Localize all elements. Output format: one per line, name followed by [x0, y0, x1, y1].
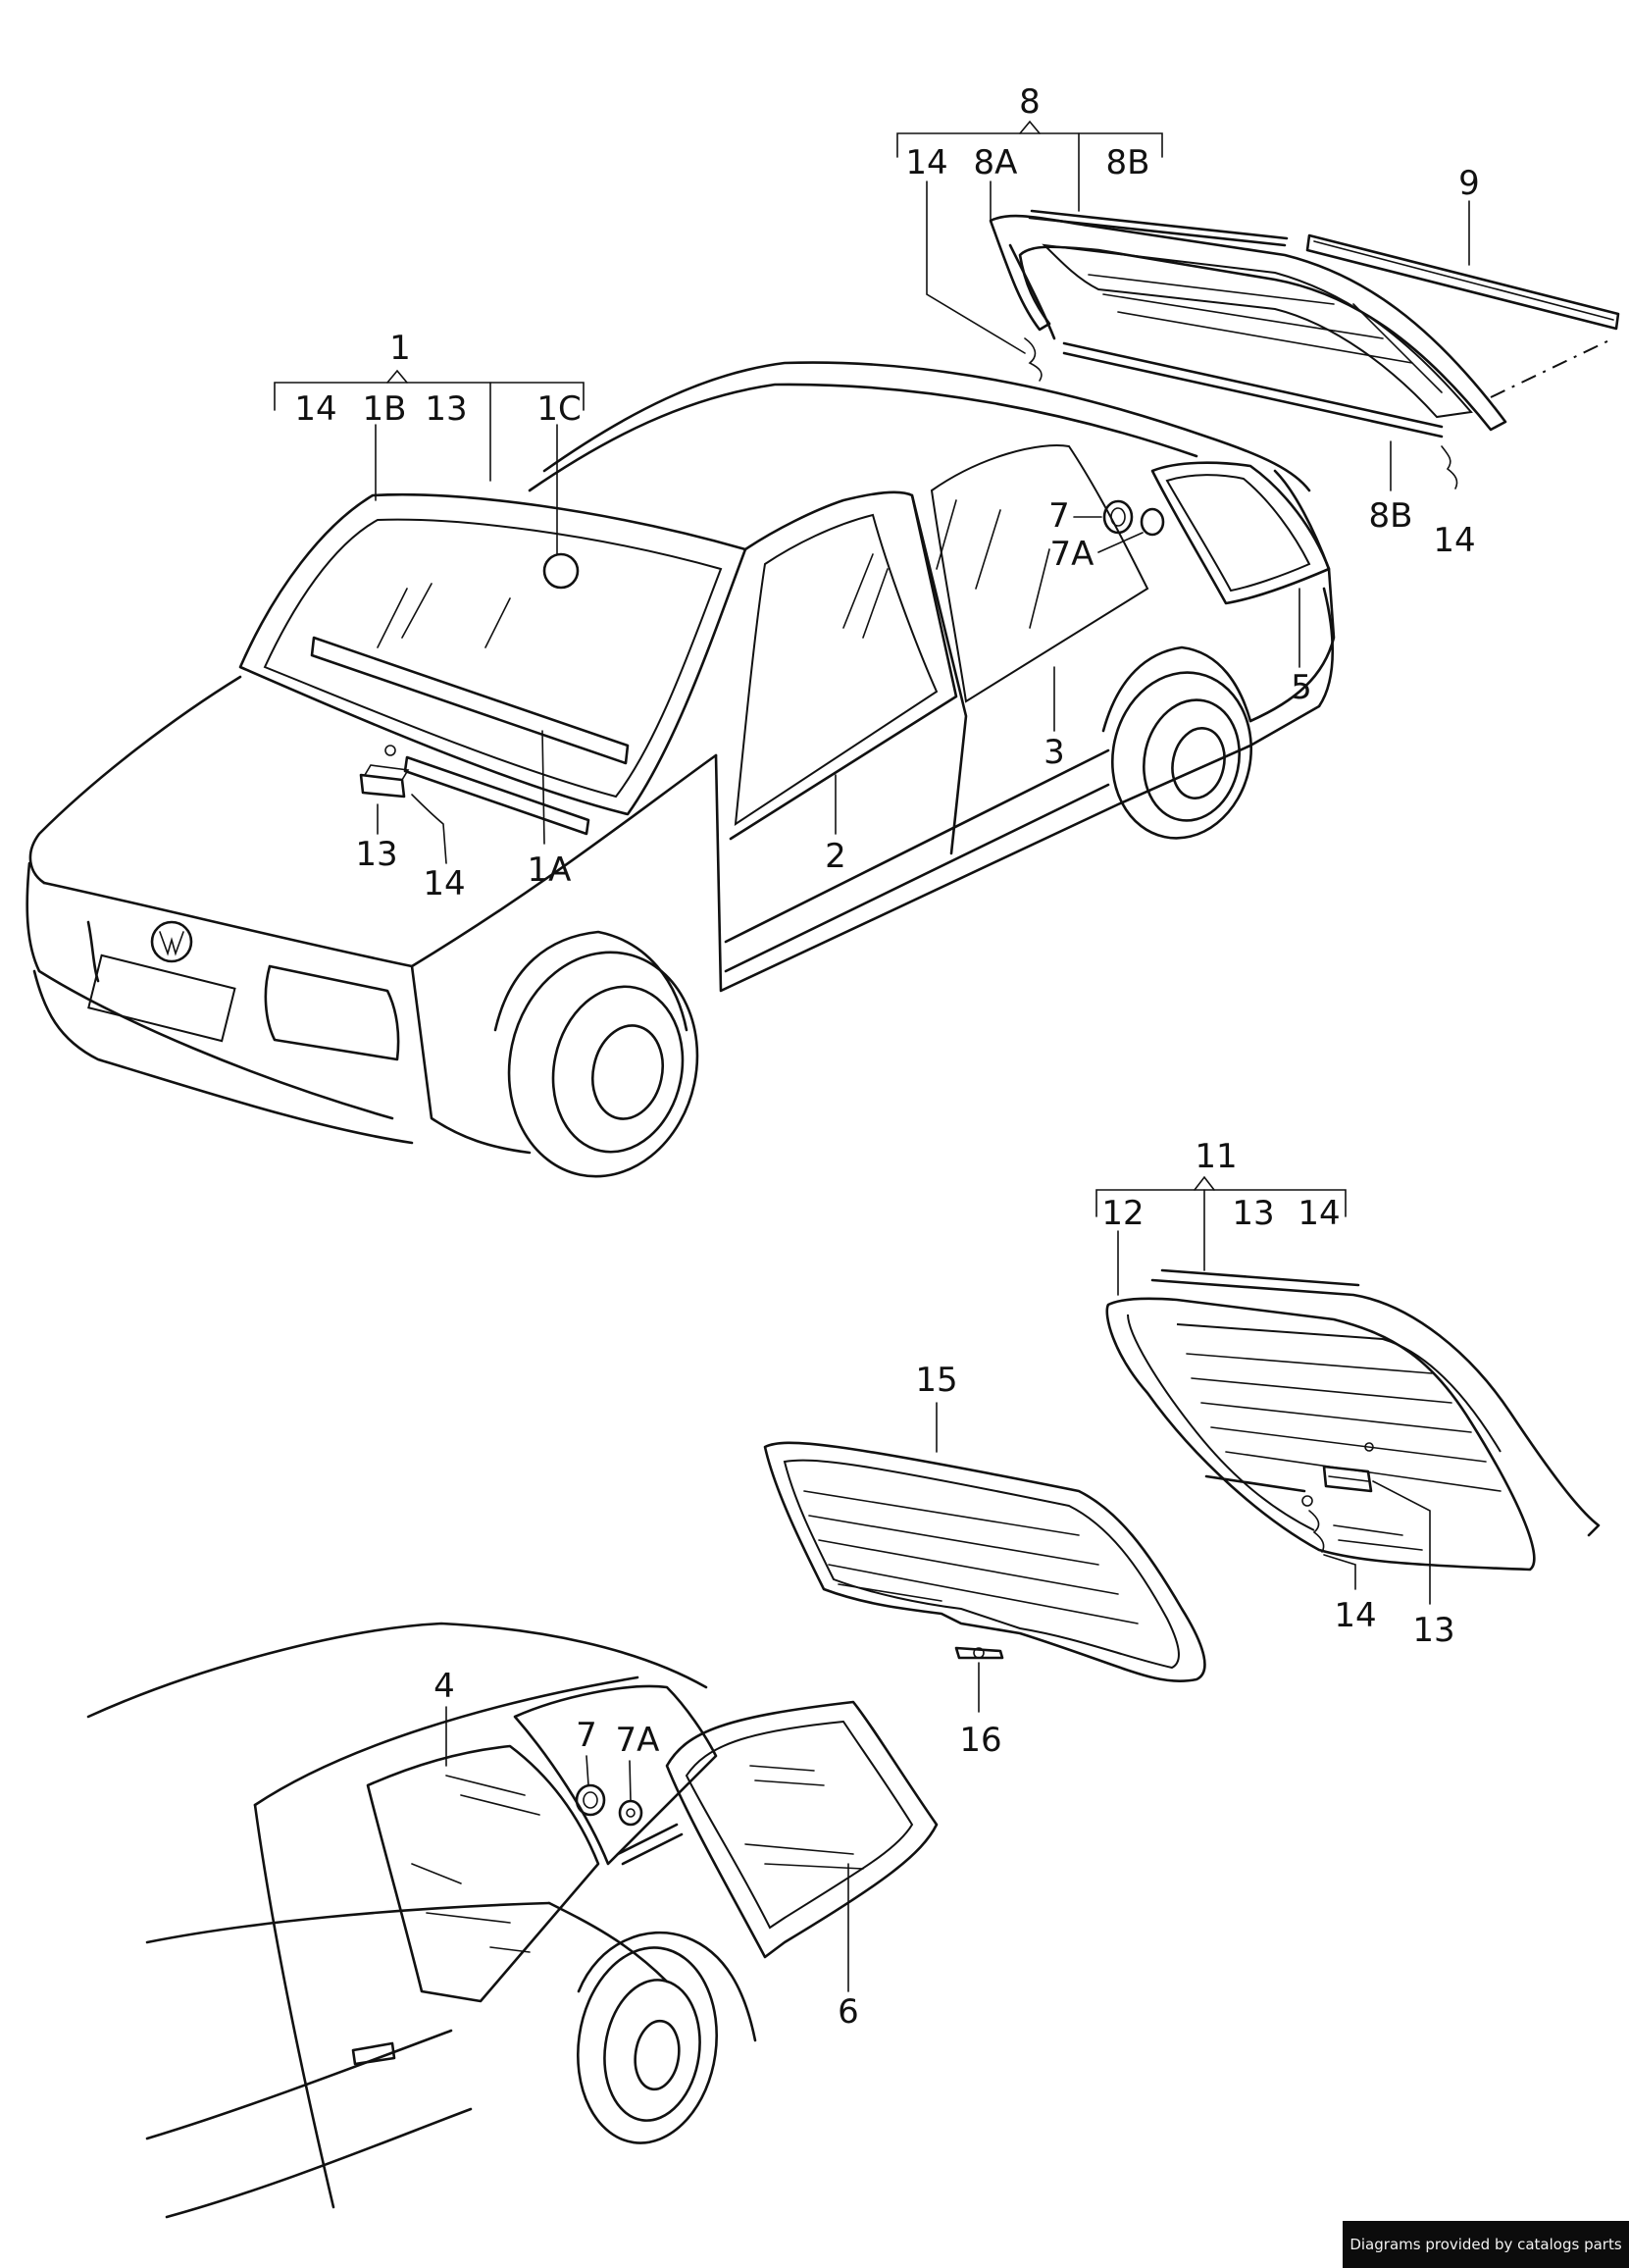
callout-7: 7: [1048, 496, 1070, 536]
callout-7: 7: [576, 1716, 597, 1755]
callout-14: 14: [423, 864, 465, 903]
callout-3: 3: [1044, 733, 1065, 772]
callout-13: 13: [1232, 1194, 1274, 1233]
rear-window-11-assembly: [1105, 1268, 1601, 1572]
callout-1: 1: [389, 329, 411, 368]
callout-1a: 1A: [528, 850, 572, 890]
sedan-front-view: [25, 361, 1336, 1178]
callout-7a: 7A: [1050, 535, 1094, 574]
callout-8b: 8B: [1369, 496, 1413, 536]
callout-2: 2: [825, 837, 846, 876]
callout-5: 5: [1291, 668, 1312, 707]
callout-13: 13: [1412, 1611, 1454, 1650]
callout-8b: 8B: [1106, 143, 1150, 182]
callout-4: 4: [433, 1667, 455, 1706]
callout-14: 14: [905, 143, 947, 182]
leader-lines: [274, 120, 1470, 1992]
callout-6: 6: [838, 1992, 859, 2032]
sedan-rear-view: [86, 1622, 939, 2219]
rear-window-8-assembly: [989, 209, 1620, 490]
callout-15: 15: [915, 1361, 957, 1400]
callout-14: 14: [1433, 521, 1475, 560]
callout-12: 12: [1101, 1194, 1144, 1233]
callout-7a: 7A: [616, 1721, 660, 1760]
callout-9: 9: [1458, 164, 1480, 203]
callout-labels: 1 14 1B 13 1C 13 14 1A 2 3 5 7 7A 8 14 8…: [294, 82, 1479, 2032]
callout-11: 11: [1195, 1137, 1237, 1176]
callout-13: 13: [355, 835, 397, 874]
callout-8a: 8A: [974, 143, 1018, 182]
callout-1c: 1C: [536, 389, 581, 429]
callout-14: 14: [1334, 1596, 1376, 1635]
callout-8: 8: [1019, 82, 1041, 122]
callout-14: 14: [294, 389, 336, 429]
callout-13: 13: [425, 389, 467, 429]
callout-14: 14: [1298, 1194, 1340, 1233]
callout-16: 16: [959, 1721, 1001, 1760]
callout-1b: 1B: [363, 389, 407, 429]
rear-window-15: [763, 1441, 1206, 1683]
credit-banner: Diagrams provided by catalogs parts: [1343, 2221, 1629, 2268]
